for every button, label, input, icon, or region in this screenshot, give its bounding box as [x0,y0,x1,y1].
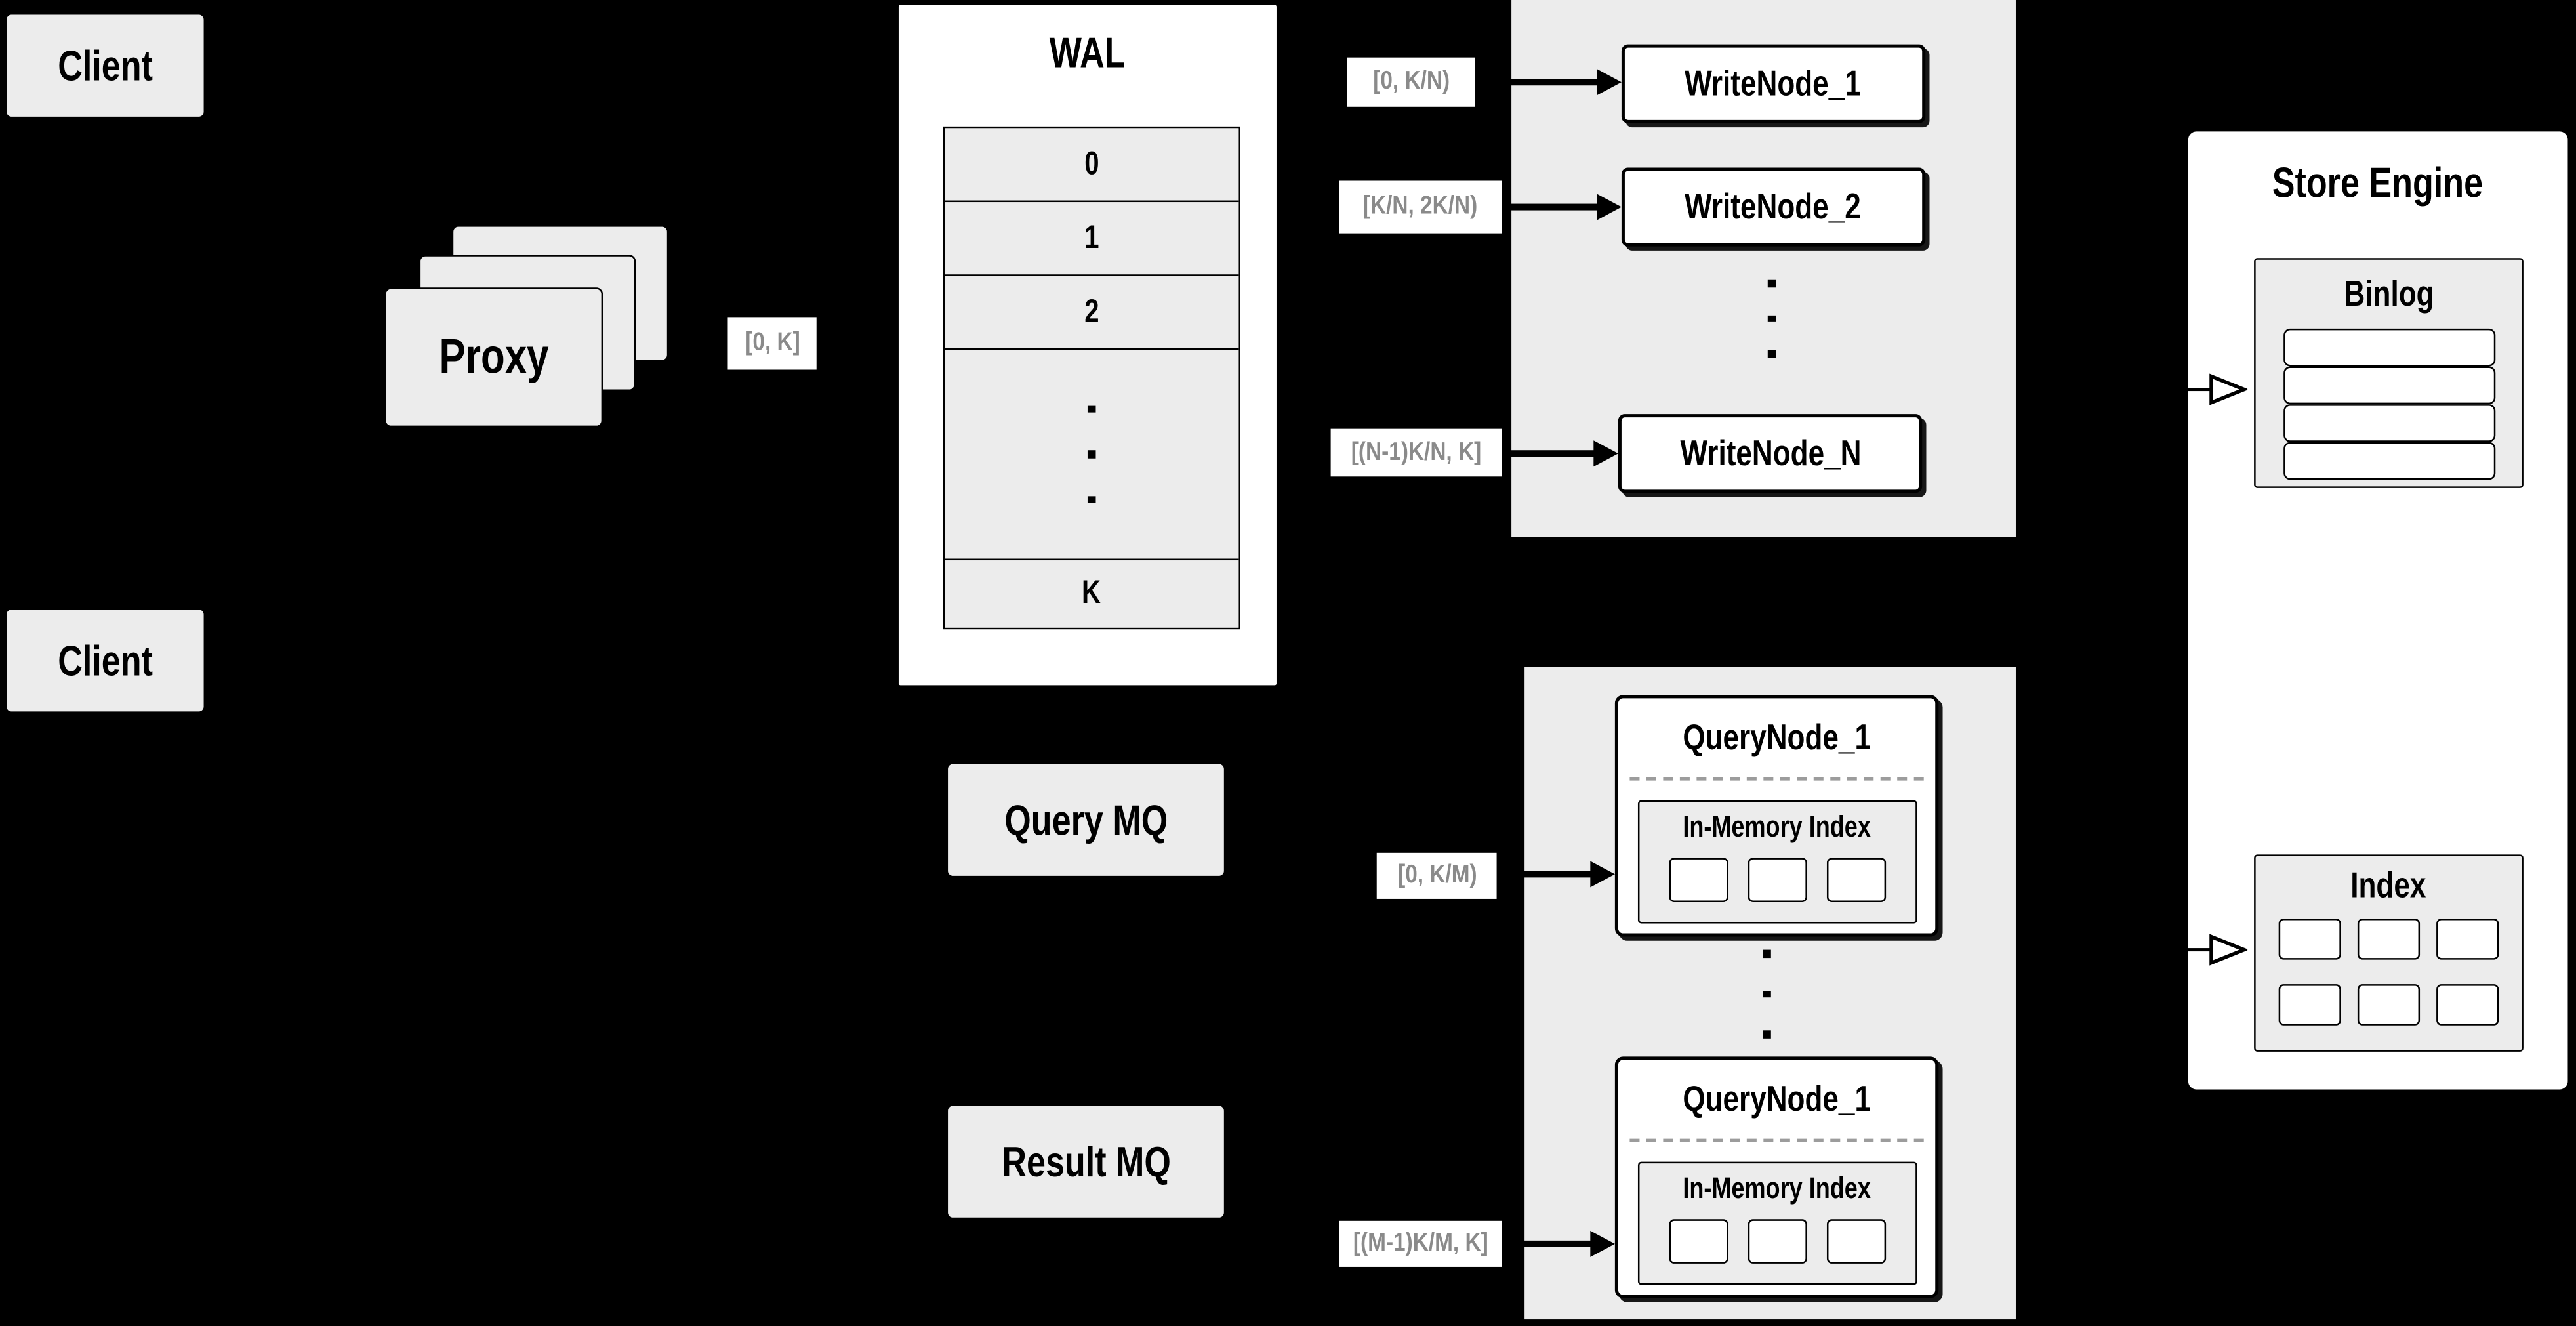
arrow-to-index-open-head-icon [2209,934,2248,966]
arrow-to-writenode-1-line [1475,79,1601,85]
store-engine-box: Store Engine Binlog Index [2184,128,2571,1093]
wal-row-k: K [945,558,1239,628]
index-square [2357,918,2421,960]
index-title: Index [2350,864,2427,905]
range-label-query-m: [(M-1)K/M, K] [1339,1220,1502,1267]
binlog-row [2282,366,2495,405]
client-box-bottom: Client [5,608,206,713]
binlog-row [2282,404,2495,442]
wal-row-1: 1 [945,200,1239,275]
arrow-to-writenode-2-line [1502,204,1601,210]
dashed-divider [1629,1138,1924,1142]
segment-square [1748,858,1807,902]
store-engine-title: Store Engine [2272,157,2484,207]
arrow-to-writenode-n-line [1502,450,1597,457]
query-node-ellipsis-icon [1763,949,1770,1038]
arrow-to-index-line [2122,948,2215,951]
index-box: Index [2254,854,2524,1052]
query-node-bottom-title-row: QueryNode_1 [1683,1077,1871,1119]
segment-squares [1639,1219,1915,1264]
segment-squares [1639,858,1915,902]
wal-title: WAL [1050,27,1126,77]
binlog-box: Binlog [2254,258,2524,488]
arrow-to-binlog-line [2122,388,2215,391]
index-square [2278,984,2341,1026]
segment-square [1669,1219,1728,1264]
client-box-top: Client [5,13,206,119]
segment-square [1669,858,1728,902]
index-square [2436,918,2499,960]
write-node-1: WriteNode_1 [1621,44,1926,123]
index-square [2278,918,2341,960]
arrow-to-writenode-2-head-icon [1597,194,1622,220]
arrow-to-writenode-n-head-icon [1593,440,1618,467]
index-square [2357,984,2421,1026]
arrow-to-binlog-open-head-icon [2209,373,2248,405]
in-memory-index-bottom: In-Memory Index [1637,1161,1917,1285]
segment-square [1826,858,1887,902]
client-top-label: Client [57,40,153,90]
arrow-to-writenode-1-head-icon [1597,69,1622,96]
segment-square [1826,1219,1887,1264]
range-label-proxy-out: [0, K] [727,317,817,370]
dashed-divider [1629,777,1924,781]
wal-row-ellipsis [945,348,1239,559]
index-square [2436,984,2499,1026]
arrow-to-querynode-1-head-icon [1590,861,1615,888]
in-memory-index-top: In-Memory Index [1637,800,1917,924]
query-node-top-title-row: QueryNode_1 [1683,716,1871,758]
range-label-write-n: [(N-1)K/N, K] [1330,428,1502,477]
write-node-ellipsis-icon [1767,279,1776,358]
binlog-row [2282,442,2495,480]
wal-row-2: 2 [945,274,1239,348]
write-node-n: WriteNode_N [1618,414,1923,493]
binlog-title: Binlog [2343,272,2434,314]
result-mq-box: Result MQ [946,1104,1226,1220]
query-node-bottom: QueryNode_1 In-Memory Index [1614,1056,1939,1298]
index-squares-row-1 [2256,918,2522,960]
range-label-write-2: [K/N, 2K/N) [1339,180,1502,234]
wal-log-table: 0 1 2 K [943,126,1240,630]
proxy-box: Proxy [384,287,603,428]
arrow-to-querynode-m-line [1502,1241,1592,1247]
vertical-ellipsis-icon [1088,405,1095,503]
segment-square [1748,1219,1807,1264]
range-label-write-1: [0, K/N) [1347,57,1476,107]
wal-title-row: WAL [899,5,1277,100]
binlog-row [2282,328,2495,367]
write-node-2: WriteNode_2 [1621,167,1926,247]
arrow-to-querynode-1-line [1496,871,1592,877]
wal-box: WAL 0 1 2 K [895,1,1280,689]
binlog-rows [2256,328,2522,480]
client-bottom-label: Client [57,634,153,685]
query-mq-box: Query MQ [946,762,1226,878]
proxy-label: Proxy [439,329,549,384]
query-node-top: QueryNode_1 In-Memory Index [1614,695,1939,937]
arrow-to-querynode-m-head-icon [1590,1230,1615,1257]
index-squares-row-2 [2256,984,2522,1026]
wal-row-0: 0 [945,128,1239,201]
range-label-query-1: [0, K/M) [1376,852,1497,899]
